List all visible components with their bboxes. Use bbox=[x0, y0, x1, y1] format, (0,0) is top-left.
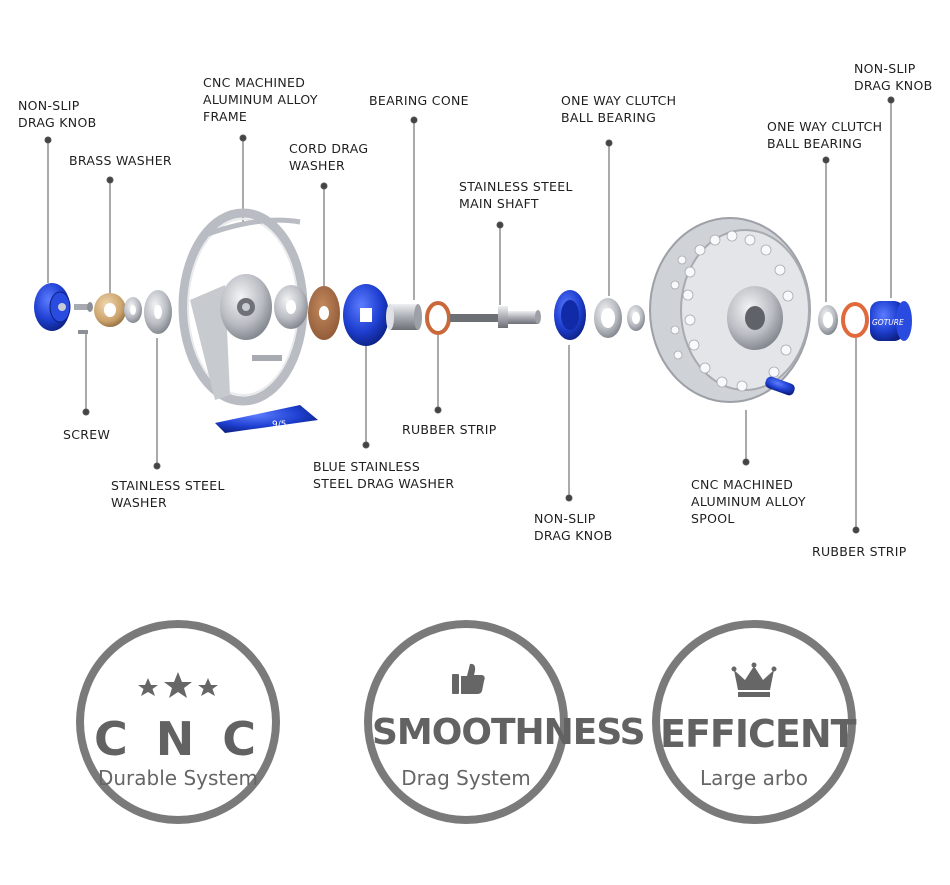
leader-dot bbox=[496, 221, 504, 229]
leader-dot bbox=[887, 96, 895, 104]
cork-drag-washer-part bbox=[308, 286, 340, 340]
exploded-reel-diagram: 9/5 bbox=[34, 96, 912, 534]
crown-icon bbox=[731, 662, 777, 697]
stainless-washer-part bbox=[144, 290, 172, 334]
badge-cnc-subtitle: Durable System bbox=[97, 766, 259, 790]
badge-smoothness: SMOOTHNESS Drag System bbox=[364, 620, 646, 824]
label-nonslip-knob-right: NON-SLIP DRAG KNOB bbox=[854, 61, 933, 93]
label-spool: CNC MACHINED ALUMINUM ALLOY SPOOL bbox=[691, 477, 806, 526]
leader-dot bbox=[106, 176, 114, 184]
label-blue-washer: BLUE STAINLESS STEEL DRAG WASHER bbox=[313, 459, 455, 491]
badge-cnc-title: C N C bbox=[93, 712, 263, 766]
leader-dot bbox=[822, 156, 830, 164]
leader-dot bbox=[362, 441, 370, 449]
leader-dot bbox=[82, 408, 90, 416]
thumbs-up-icon bbox=[452, 663, 485, 694]
label-rubber-strip-1: RUBBER STRIP bbox=[402, 422, 497, 437]
screw-part bbox=[74, 302, 93, 334]
clutch-bearing-part-1 bbox=[594, 298, 622, 338]
label-screw: SCREW bbox=[63, 427, 111, 442]
leader-dot bbox=[410, 116, 418, 124]
badge-efficent: EFFICENT Large arbo bbox=[652, 620, 857, 824]
left-drag-knob bbox=[34, 283, 71, 331]
leader-dot bbox=[565, 494, 573, 502]
label-cord-drag-washer: CORD DRAG WASHER bbox=[289, 141, 369, 173]
badge-efficent-subtitle: Large arbo bbox=[699, 766, 809, 790]
label-bearing-cone: BEARING CONE bbox=[369, 93, 469, 108]
clutch-bearing-part-2 bbox=[818, 305, 838, 335]
leader-dot bbox=[239, 134, 247, 142]
leader-dot bbox=[852, 526, 860, 534]
leader-dot bbox=[153, 462, 161, 470]
leader-dot bbox=[434, 406, 442, 414]
leader-dot bbox=[320, 182, 328, 190]
brass-washer-part bbox=[94, 293, 126, 327]
label-nonslip-knob-left: NON-SLIP DRAG KNOB bbox=[18, 98, 97, 130]
badge-cnc: C N C Durable System bbox=[76, 620, 280, 824]
right-drag-knob: GOTURE bbox=[870, 301, 912, 341]
badge-smoothness-title: SMOOTHNESS bbox=[372, 712, 646, 753]
rubber-strip-part-1 bbox=[425, 301, 451, 335]
label-clutch-bearing-2: ONE WAY CLUTCH BALL BEARING bbox=[767, 119, 883, 151]
label-main-shaft: STAINLESS STEEL MAIN SHAFT bbox=[459, 179, 573, 211]
middle-drag-knob bbox=[554, 290, 586, 340]
label-frame: CNC MACHINED ALUMINUM ALLOY FRAME bbox=[203, 75, 318, 124]
badge-smoothness-subtitle: Drag System bbox=[401, 766, 531, 790]
knob-brand-text: GOTURE bbox=[872, 318, 904, 327]
label-rubber-strip-2: RUBBER STRIP bbox=[812, 544, 907, 559]
three-stars-icon bbox=[138, 672, 218, 698]
frame-model-text: 9/5 bbox=[272, 420, 286, 430]
label-brass-washer: BRASS WASHER bbox=[69, 153, 172, 168]
blue-drag-washer-part bbox=[343, 284, 389, 346]
leader-dot bbox=[44, 136, 52, 144]
bearing-cone-part bbox=[386, 304, 422, 330]
main-shaft-part bbox=[450, 306, 541, 328]
rubber-strip-part-2 bbox=[841, 302, 869, 338]
label-nonslip-knob-mid: NON-SLIP DRAG KNOB bbox=[534, 511, 613, 543]
leader-dot bbox=[605, 139, 613, 147]
reel-spool-part bbox=[649, 217, 811, 403]
leader-dot bbox=[742, 458, 750, 466]
label-clutch-bearing-1: ONE WAY CLUTCH BALL BEARING bbox=[561, 93, 677, 125]
label-stainless-washer: STAINLESS STEEL WASHER bbox=[111, 478, 225, 510]
badge-efficent-title: EFFICENT bbox=[660, 712, 857, 756]
reel-frame-part: 9/5 bbox=[178, 208, 318, 433]
